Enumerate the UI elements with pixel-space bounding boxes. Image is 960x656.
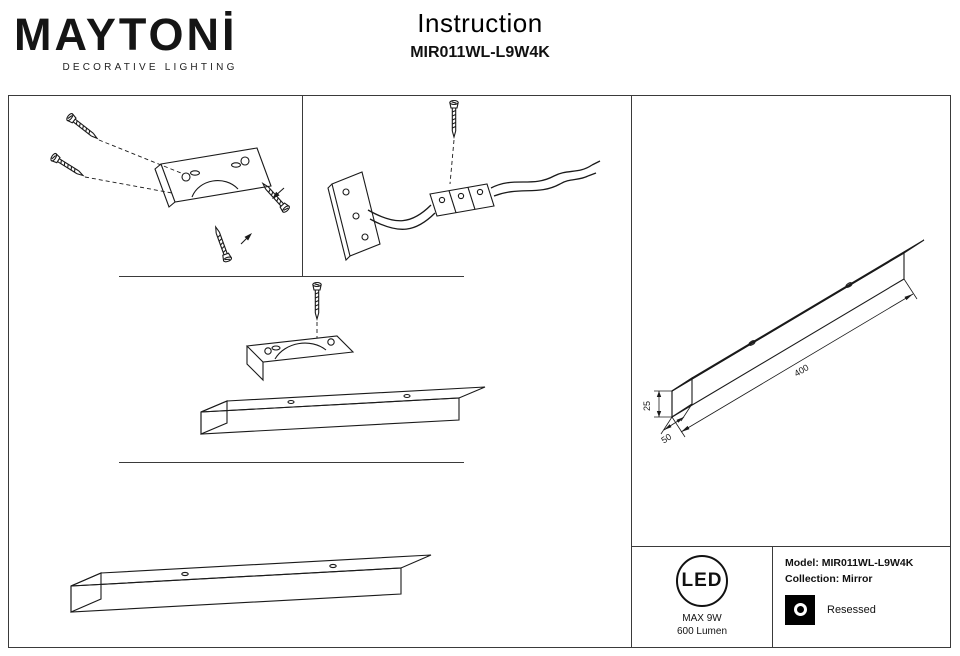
spec-row: LED MAX 9W 600 Lumen Model: MIR011WL-L9W… xyxy=(632,546,950,647)
mounting-type-label: Resessed xyxy=(827,603,876,616)
screw-icon xyxy=(211,225,233,264)
step2-wiring-diagram xyxy=(327,99,601,262)
model-label: Model: MIR011WL-L9W4K xyxy=(785,557,914,569)
product-info-panel: 400 25 50 xyxy=(631,96,950,647)
step3-mounting-diagram xyxy=(200,281,486,435)
terminal-block xyxy=(429,183,495,217)
dimension-length: 400 xyxy=(671,278,918,438)
brand-logo-subtitle: DECORATIVE LIGHTING xyxy=(62,62,238,73)
header: MAYTONİ DECORATIVE LIGHTING Instruction … xyxy=(0,0,960,95)
brand-logo-text: MAYTONİ xyxy=(14,9,238,60)
wall-plate xyxy=(154,147,272,208)
title-block: Instruction MIR011WL-L9W4K xyxy=(0,8,960,62)
document-model-number: MIR011WL-L9W4K xyxy=(410,44,550,61)
leader-lines xyxy=(84,139,182,194)
recessed-mount-icon xyxy=(785,594,815,625)
content-frame: 400 25 50 xyxy=(8,95,951,648)
alignment-line xyxy=(449,139,455,185)
light-fixture-bar xyxy=(200,386,486,435)
divider xyxy=(119,462,464,463)
dimension-height: 25 xyxy=(642,390,672,418)
divider xyxy=(119,276,464,277)
mounting-type-row: Resessed xyxy=(785,594,940,625)
screw-icon xyxy=(65,111,101,143)
wall-bracket xyxy=(245,335,355,382)
screw-icon xyxy=(312,281,322,320)
dim-depth-label: 50 xyxy=(659,432,673,446)
wires xyxy=(367,160,601,230)
brand-logo: MAYTONİ DECORATIVE LIGHTING xyxy=(14,12,238,73)
installation-steps-panel xyxy=(9,96,631,647)
light-fixture-bar xyxy=(70,554,432,613)
fixture-3d xyxy=(671,239,925,419)
direction-arrows xyxy=(240,187,285,245)
dimension-depth: 50 xyxy=(659,403,693,446)
dim-length-label: 400 xyxy=(792,362,810,378)
step4-finished-fixture-diagram xyxy=(70,554,432,613)
dim-height-label: 25 xyxy=(642,401,652,411)
luminous-flux-label: 600 Lumen xyxy=(676,626,728,637)
screw-icon xyxy=(449,99,459,138)
mounting-plate xyxy=(327,171,381,262)
max-power-label: MAX 9W xyxy=(682,613,722,624)
step1-wall-plate-screws-diagram xyxy=(49,111,292,264)
screw-icon xyxy=(49,152,86,180)
divider xyxy=(302,96,303,276)
model-info-box: Model: MIR011WL-L9W4K Collection: Mirror… xyxy=(772,547,950,647)
led-spec-box: LED MAX 9W 600 Lumen xyxy=(632,547,772,647)
collection-label: Collection: Mirror xyxy=(785,573,873,586)
led-badge-icon: LED xyxy=(676,555,728,607)
led-badge-label: LED xyxy=(681,570,723,591)
dimensions-diagram: 400 25 50 xyxy=(642,239,925,446)
document-title: Instruction xyxy=(417,8,543,38)
recessed-ring-icon xyxy=(793,603,807,617)
